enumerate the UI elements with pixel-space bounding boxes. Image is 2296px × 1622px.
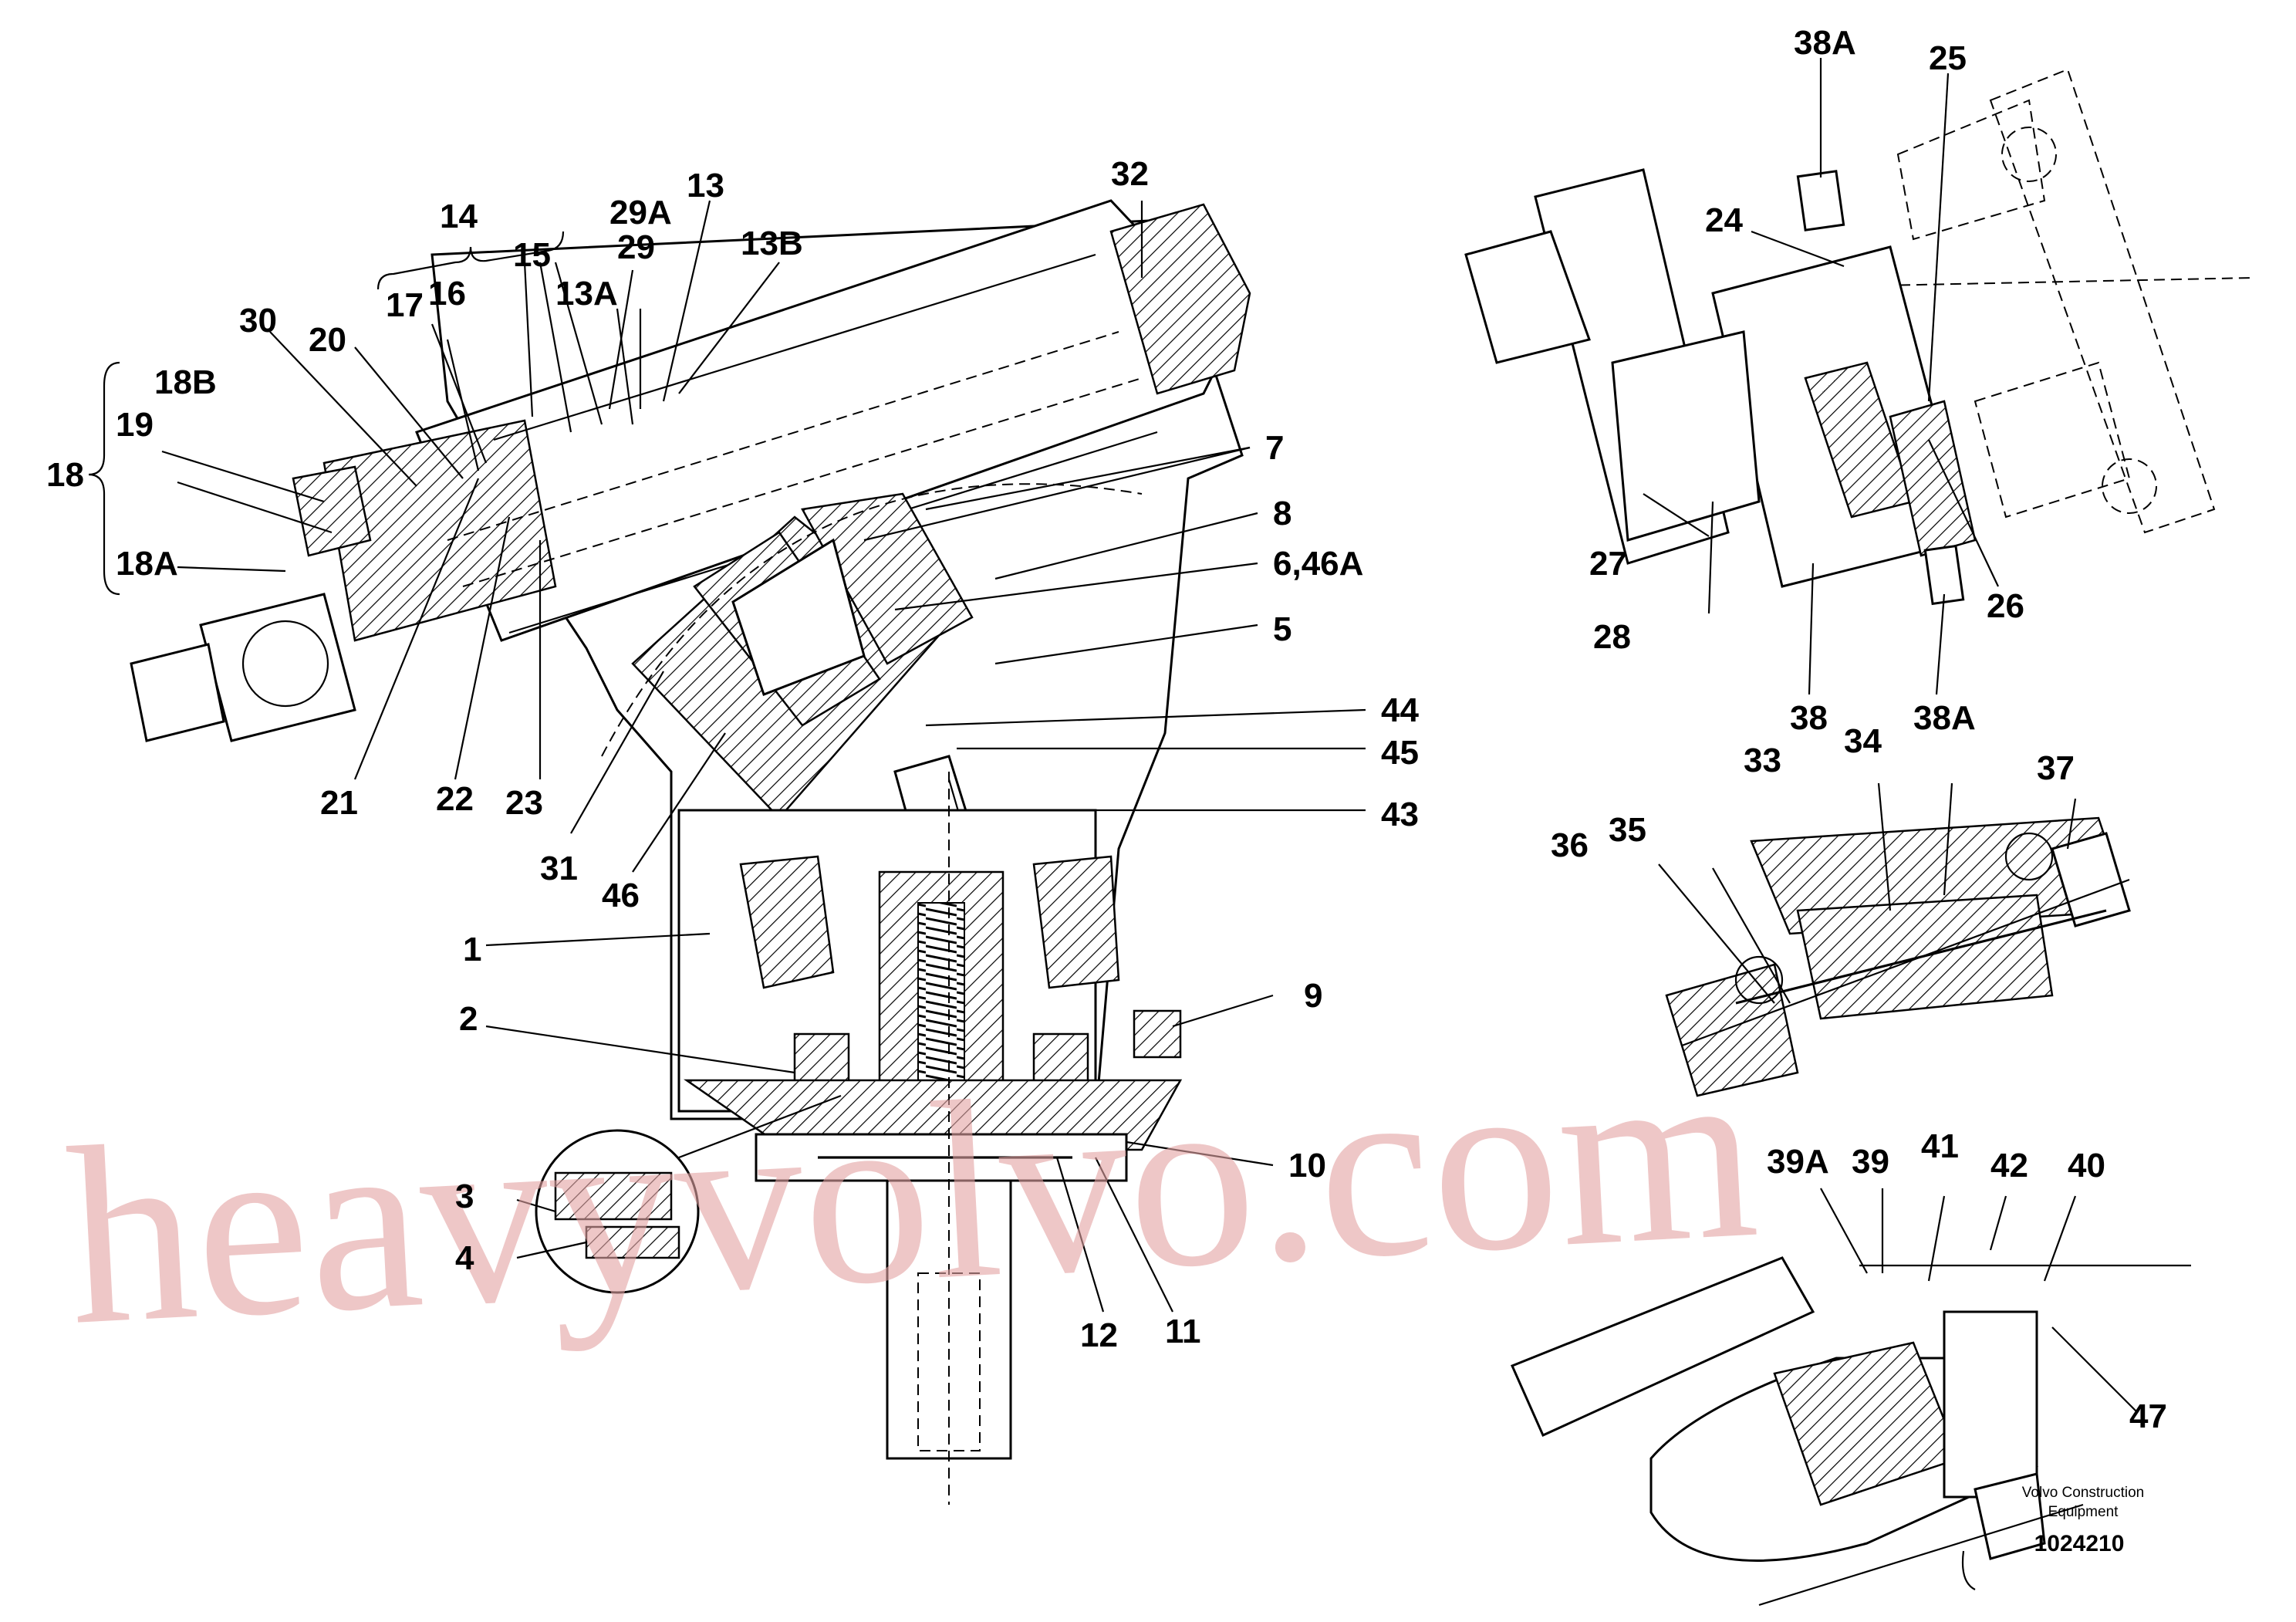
callout-43: 43: [1381, 796, 1419, 833]
callout-38A-bottom: 38A: [1913, 699, 1976, 737]
detail-callouts: 39A 39 41 42 40 47: [1767, 1127, 2167, 1435]
callout-39: 39: [1852, 1143, 1889, 1181]
callout-42: 42: [1990, 1147, 2028, 1184]
valve-section-view: [1658, 782, 2131, 1097]
adjust-screw-detail-view: [1510, 1188, 2191, 1607]
callout-17: 17: [386, 286, 424, 324]
callout-23: 23: [505, 784, 543, 822]
callout-36: 36: [1551, 826, 1589, 864]
control-valve-view: [1464, 58, 2254, 695]
callout-31: 31: [540, 850, 578, 887]
callout-19: 19: [116, 406, 154, 444]
callout-29A: 29A: [609, 194, 672, 231]
callout-34: 34: [1844, 722, 1882, 760]
callout-24: 24: [1705, 201, 1743, 239]
callout-18B: 18B: [154, 363, 217, 401]
callout-13: 13: [687, 167, 724, 204]
brand-line-2: Equipment: [2048, 1504, 2119, 1520]
callout-11: 11: [1165, 1313, 1201, 1350]
callout-37: 37: [2037, 749, 2075, 787]
callout-3: 3: [455, 1178, 474, 1215]
callout-35: 35: [1609, 811, 1646, 849]
callout-21: 21: [320, 784, 358, 822]
callout-33: 33: [1744, 742, 1781, 779]
callout-13B: 13B: [741, 225, 803, 262]
callout-18: 18: [46, 456, 84, 494]
main-callouts: 18 19 18B 18A 30 20 17 16 14 15 13A 29 2…: [46, 155, 1419, 1354]
callout-32: 32: [1111, 155, 1149, 193]
callout-2: 2: [459, 1000, 478, 1038]
callout-15: 15: [513, 236, 551, 274]
main-leader-lines: [88, 200, 1366, 1313]
callout-4: 4: [455, 1239, 474, 1277]
valve-callouts: 38A 25 24 27 28 26 38 38A: [1589, 24, 2024, 737]
watermark-text: heavyvolvo.com: [61, 1009, 1763, 1378]
callout-30: 30: [239, 302, 277, 340]
callout-6-46A: 6,46A: [1273, 545, 1363, 583]
callout-7: 7: [1265, 429, 1284, 467]
brand-line-1: Volvo Construction: [2022, 1485, 2144, 1501]
callout-25: 25: [1929, 39, 1967, 77]
callout-8: 8: [1273, 495, 1292, 532]
callout-22: 22: [436, 780, 474, 818]
callout-13A: 13A: [555, 275, 618, 313]
callout-26: 26: [1987, 587, 2024, 625]
callout-38A-top: 38A: [1794, 24, 1856, 62]
callout-16: 16: [428, 275, 466, 313]
callout-38: 38: [1790, 699, 1828, 737]
callout-12: 12: [1080, 1316, 1118, 1354]
pump-main-section: [130, 199, 1251, 1505]
callout-44: 44: [1381, 691, 1419, 729]
callout-18A: 18A: [116, 545, 178, 583]
callout-29: 29: [617, 228, 655, 266]
callout-9: 9: [1304, 977, 1322, 1015]
callout-1: 1: [463, 931, 481, 968]
callout-40: 40: [2068, 1147, 2105, 1184]
callout-47: 47: [2129, 1397, 2167, 1435]
callout-10: 10: [1288, 1147, 1326, 1184]
callout-45: 45: [1381, 734, 1419, 772]
callout-41: 41: [1921, 1127, 1959, 1165]
callout-5: 5: [1273, 610, 1292, 648]
drawing-caption: Volvo Construction Equipment 1024210: [2022, 1485, 2144, 1556]
callout-46: 46: [602, 877, 640, 914]
callout-20: 20: [309, 321, 346, 359]
callout-14: 14: [440, 198, 478, 235]
callout-27: 27: [1589, 545, 1627, 583]
callout-39A: 39A: [1767, 1143, 1829, 1181]
section-callouts: 33 34 37 36 35: [1551, 722, 2075, 864]
callout-28: 28: [1593, 618, 1631, 656]
drawing-number: 1024210: [2034, 1531, 2125, 1556]
